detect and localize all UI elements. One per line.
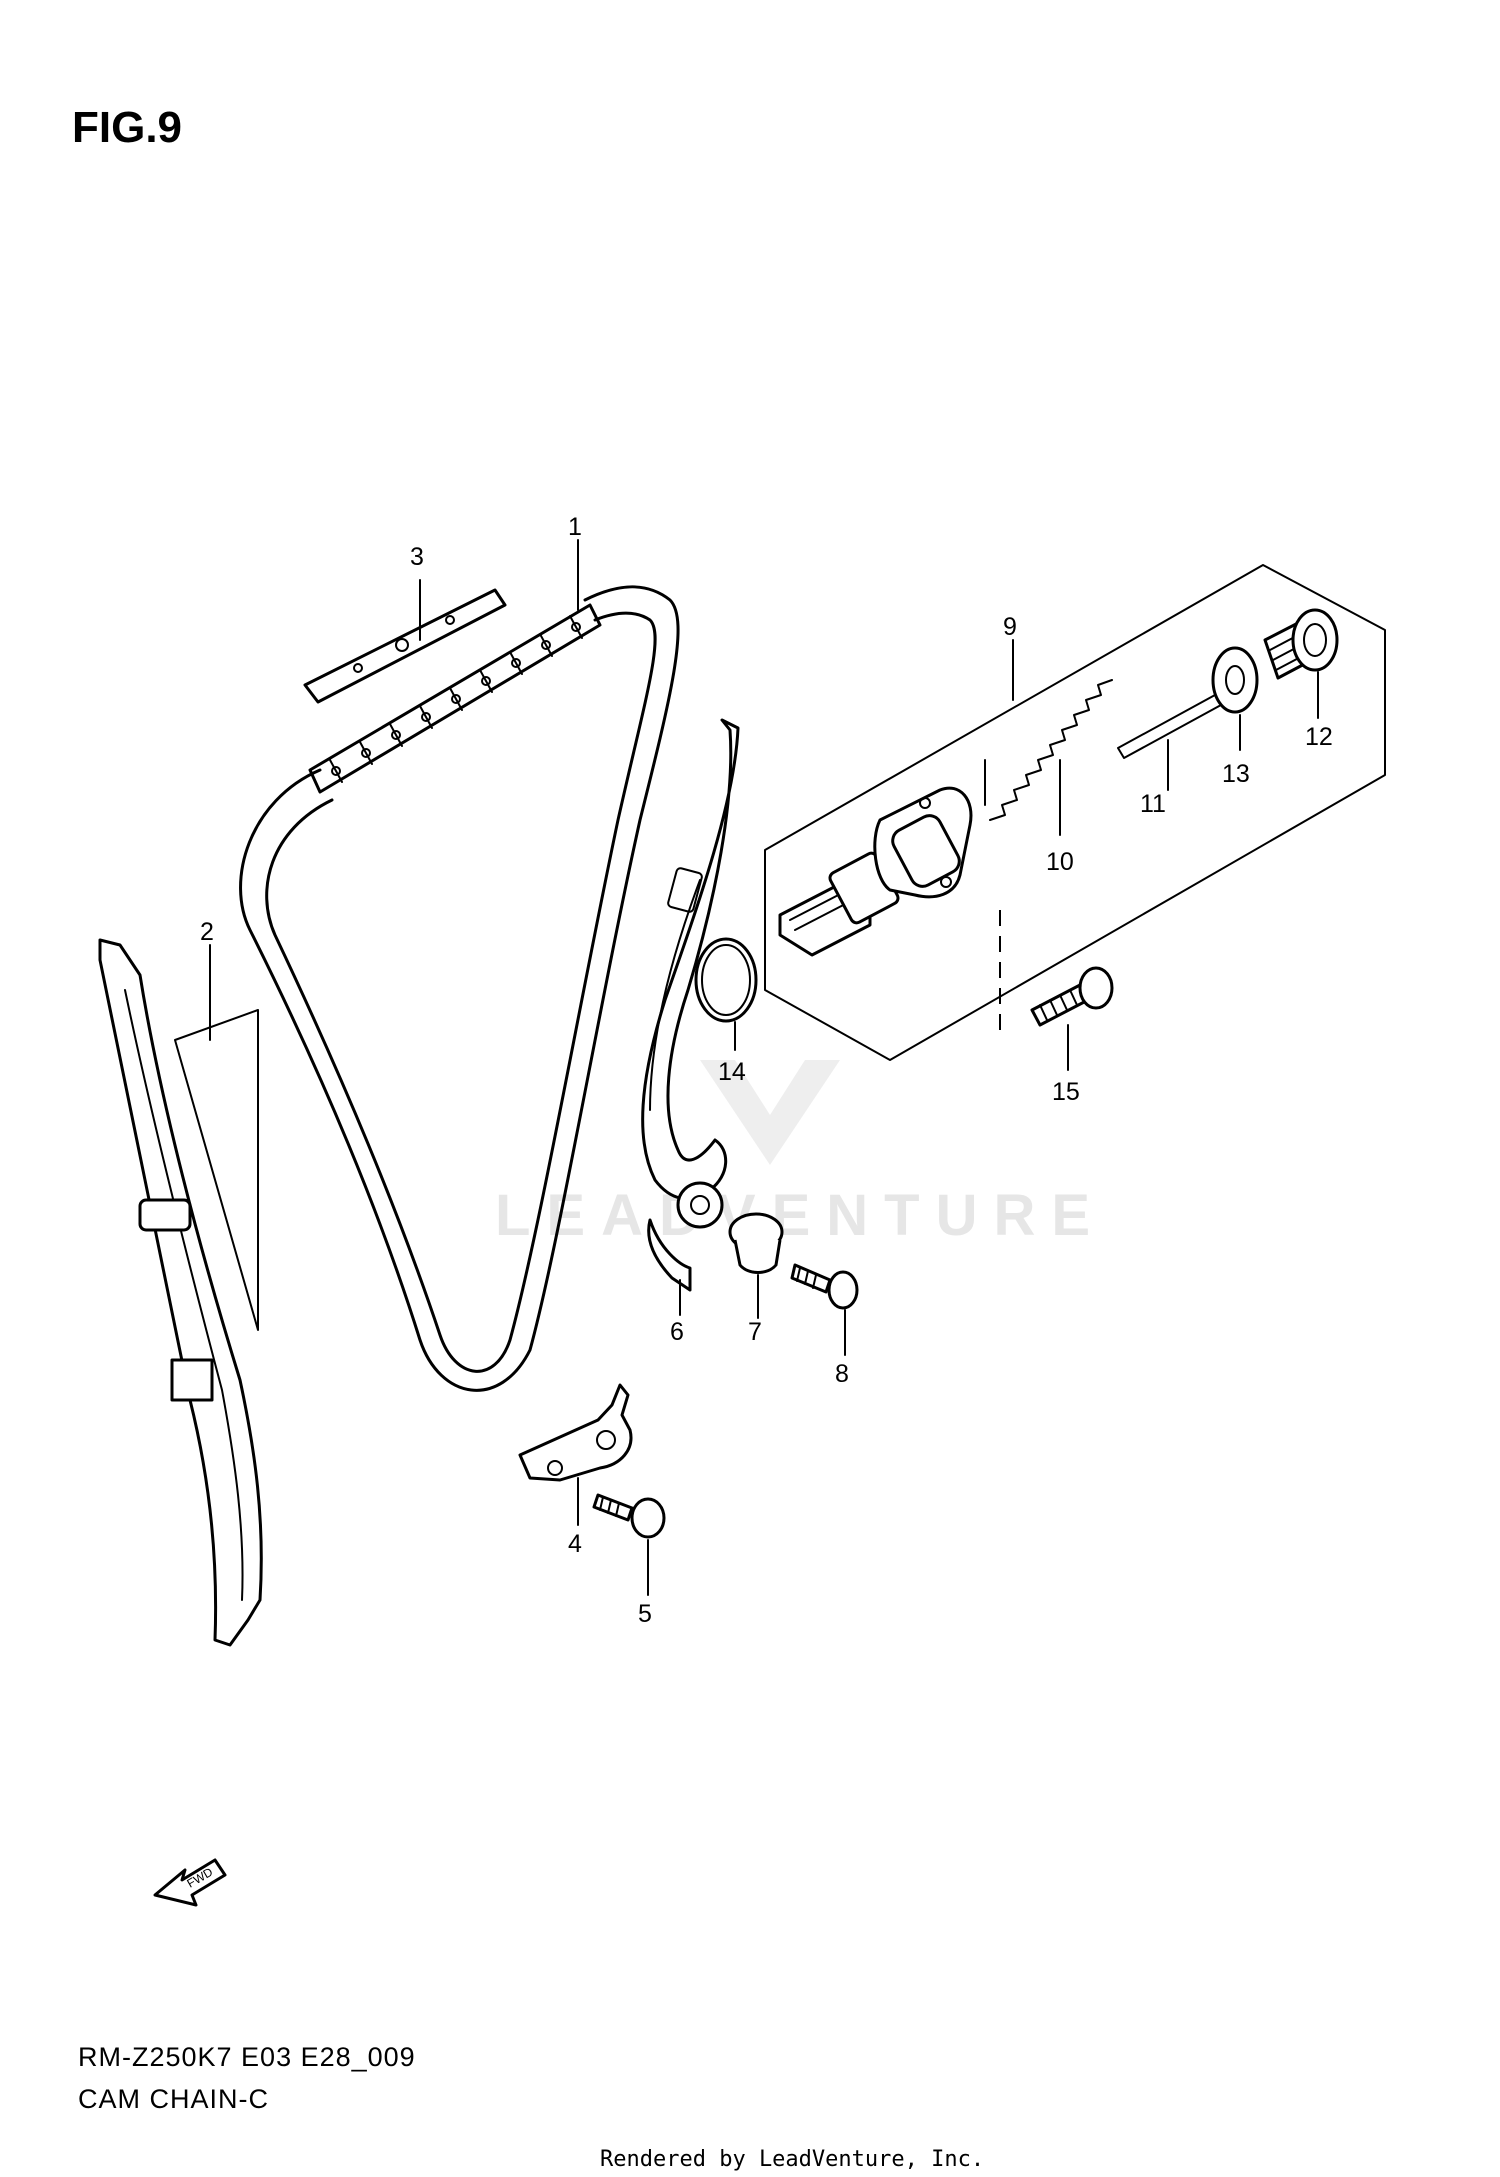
diagram-subtitle: CAM CHAIN-C (78, 2084, 269, 2114)
fwd-arrow-icon: FWD (153, 1858, 227, 1907)
part-bolt-8: 8 (790, 1263, 859, 1388)
callout-11: 11 (1140, 790, 1166, 818)
part-bolt-5: 5 (592, 1493, 666, 1628)
part-bolt-15: 15 (999, 910, 1114, 1106)
part-tensioner-assembly: 10 11 13 12 9 (764, 564, 1386, 1061)
callout-13: 13 (1222, 760, 1250, 788)
figure-title: FIG.9 (72, 103, 182, 152)
callout-15: 15 (1052, 1078, 1080, 1106)
callout-7: 7 (748, 1318, 762, 1346)
rendered-by: Rendered by LeadVenture, Inc. (600, 2147, 984, 2172)
callout-5: 5 (638, 1600, 652, 1628)
callout-1: 1 (568, 513, 582, 541)
part-guide-plate: 3 (303, 543, 507, 704)
part-bushing: 7 (728, 1212, 784, 1346)
callout-4: 4 (568, 1530, 582, 1558)
callout-6: 6 (670, 1318, 684, 1346)
model-code: RM-Z250K7 E03 E28_009 (78, 2042, 416, 2072)
callout-14: 14 (718, 1058, 746, 1086)
chain-links (308, 603, 602, 794)
tensioner-cap-bolt (1263, 608, 1339, 680)
part-chain-guide-left: 2 (98, 918, 263, 1647)
part-bracket: 4 (518, 1383, 633, 1558)
callout-10: 10 (1046, 848, 1074, 876)
part-o-ring: 14 (694, 937, 758, 1086)
part-tensioner-arm: 6 (641, 718, 740, 1346)
tensioner-rod (1117, 694, 1222, 759)
callout-8: 8 (835, 1360, 849, 1388)
part-cam-chain: 1 (239, 513, 680, 1392)
watermark-text: LEADVENTURE (495, 1183, 1106, 1248)
tensioner-spring (989, 679, 1113, 821)
callout-2: 2 (200, 918, 214, 946)
callout-3: 3 (410, 543, 424, 571)
callout-12: 12 (1305, 723, 1333, 751)
tensioner-washer (1211, 646, 1259, 714)
watermark-logo-icon (700, 1060, 840, 1165)
watermark: LEADVENTURE (495, 1060, 1106, 1248)
callout-9: 9 (1003, 613, 1017, 641)
